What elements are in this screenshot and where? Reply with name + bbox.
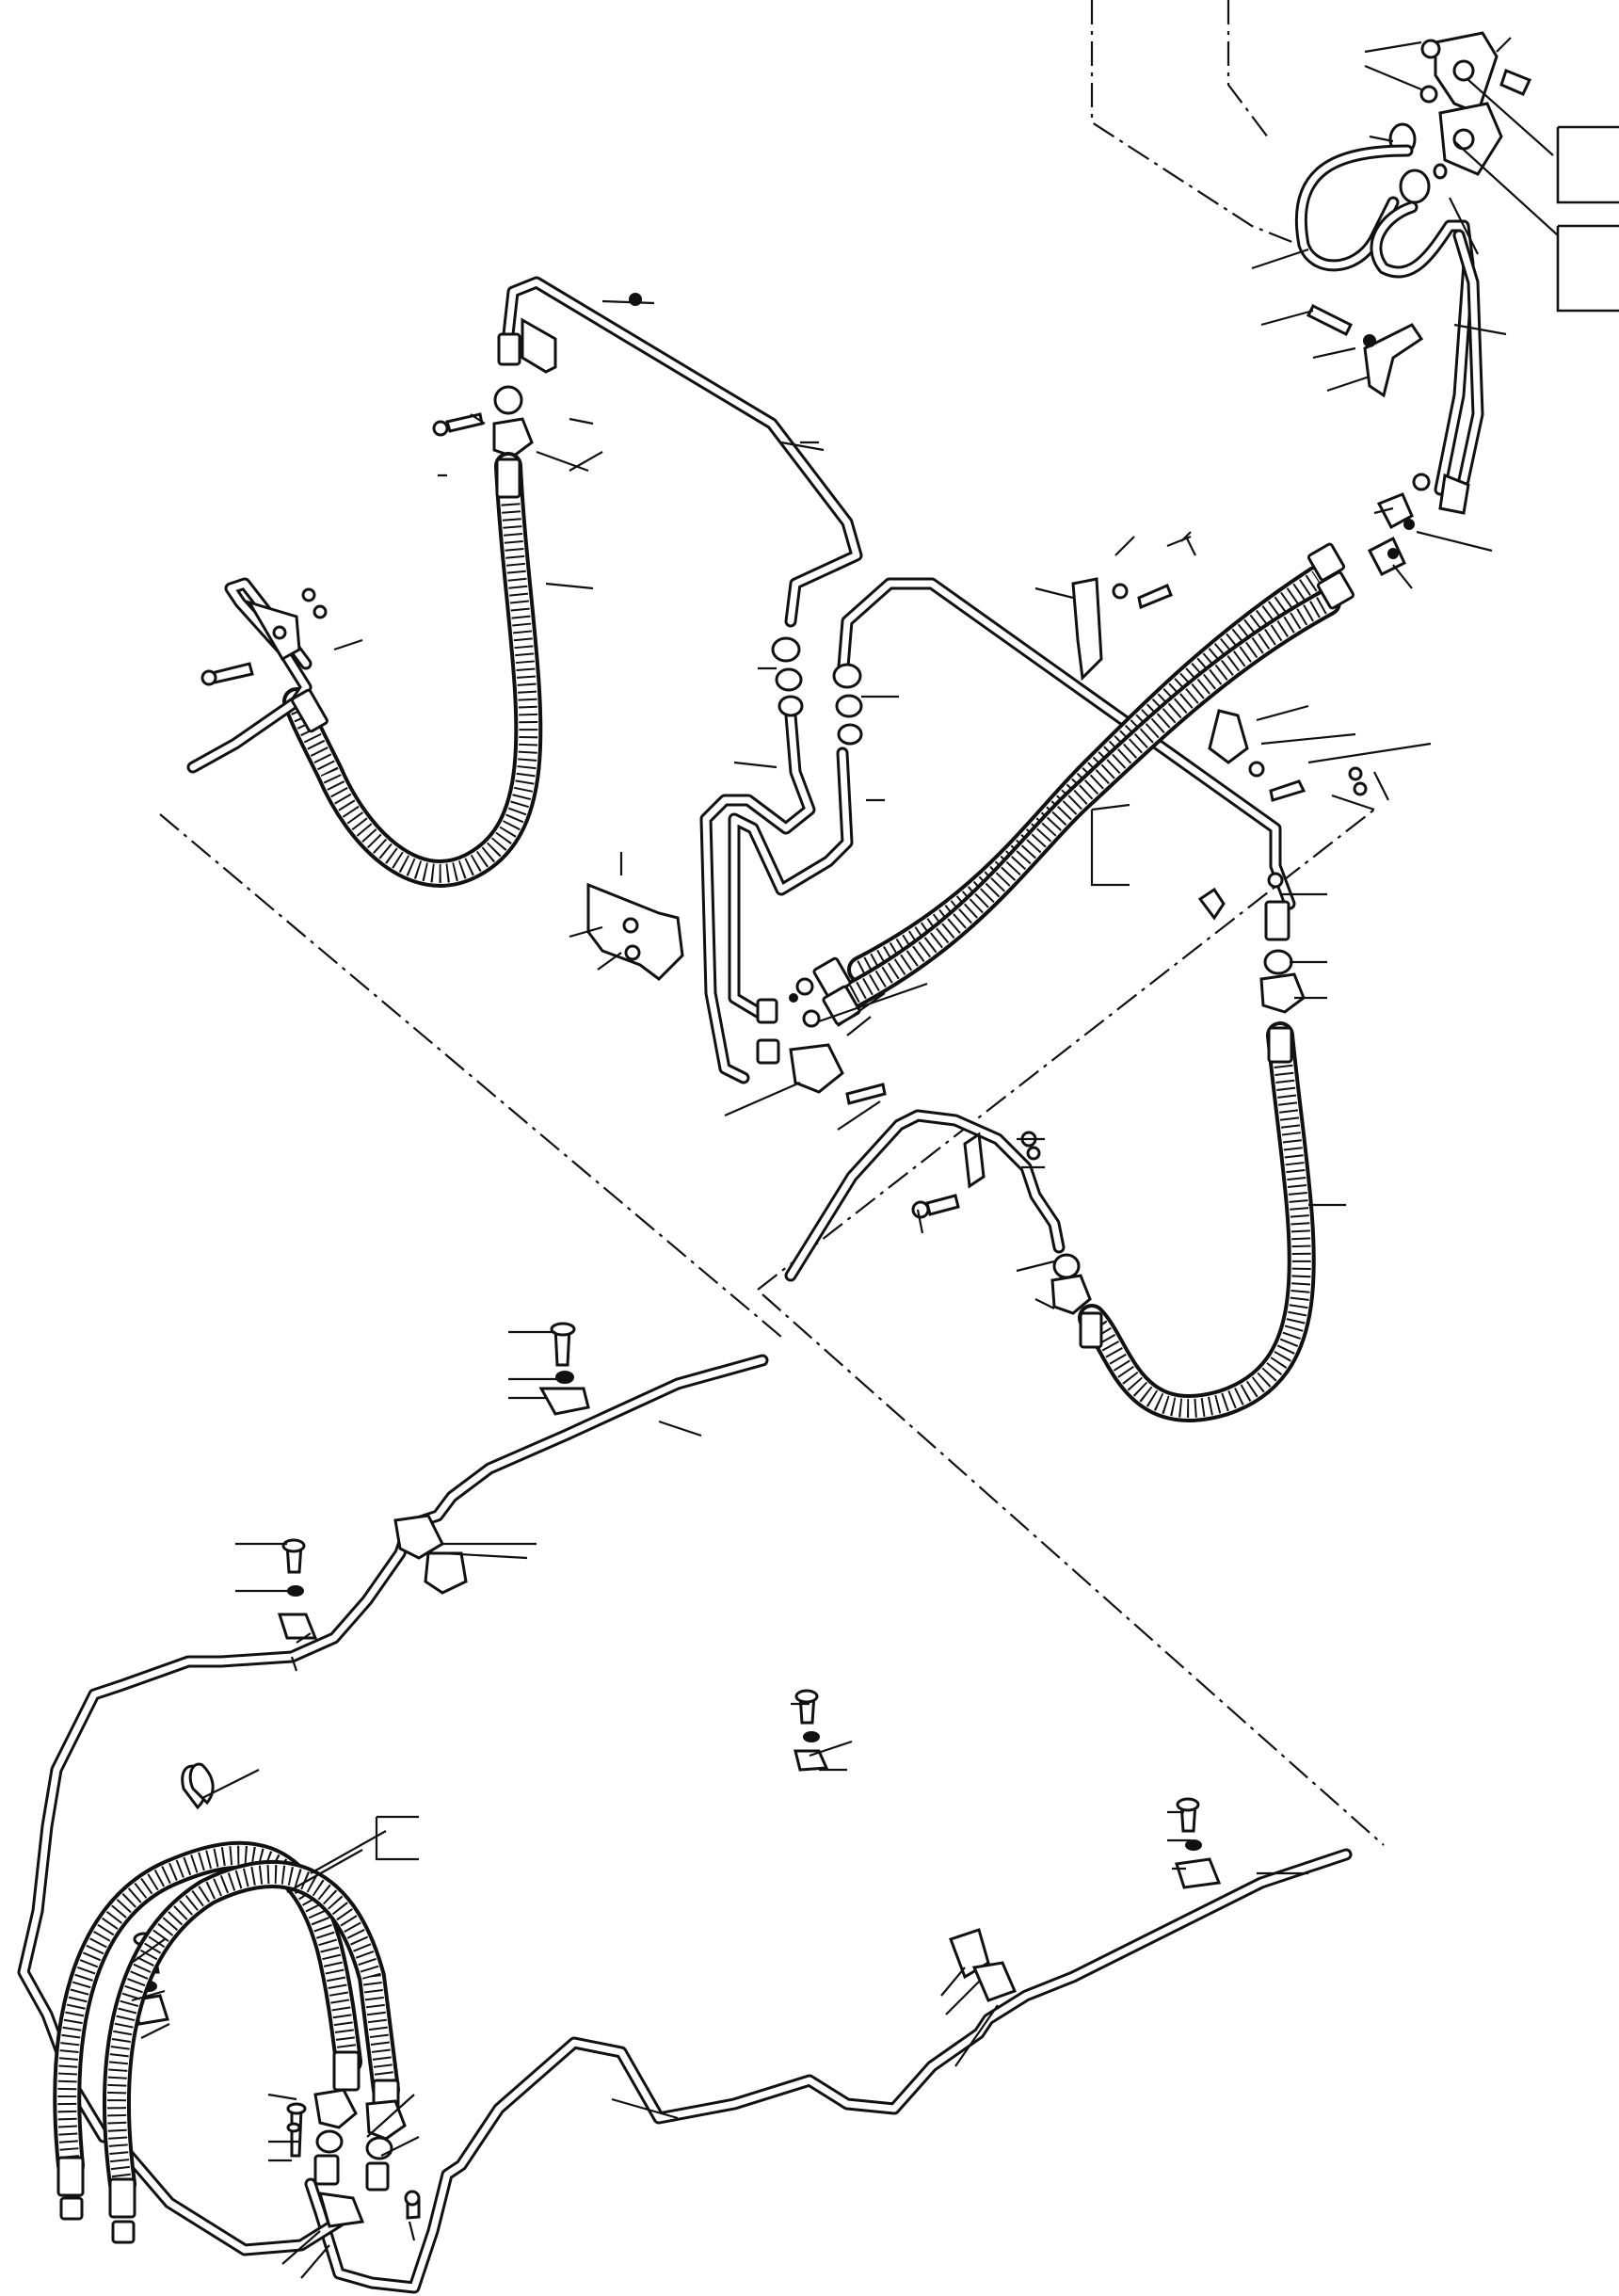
upper-left-tube [186,577,329,774]
valve-block [1388,31,1532,204]
center-tubes [699,577,1296,1084]
leader-lines [131,37,1559,2279]
upper-long-tube [497,276,863,628]
center-fittings [756,636,863,1065]
lower-main-tube [17,1354,769,2143]
lower-fasteners [277,1322,1222,1889]
lower-bottom-tube [106,1848,1353,2294]
middle-brackets [586,577,1368,1105]
right-fittings [1259,900,1306,1014]
upper-right-bracket [1306,303,1470,515]
valve-tubes [1294,144,1484,496]
right-hose [1078,1021,1316,1422]
upper-right-fittings [1367,492,1415,577]
lower-twin-hoses [53,1764,400,2244]
upper-left-hose [282,452,543,888]
assembly-reference-lines [159,809,1385,1846]
upper-left-fittings [432,293,642,458]
center-twin-hoses [789,542,1355,1028]
center-lower-tube [784,1109,1103,1349]
mounting-panel-outline [1090,0,1619,313]
